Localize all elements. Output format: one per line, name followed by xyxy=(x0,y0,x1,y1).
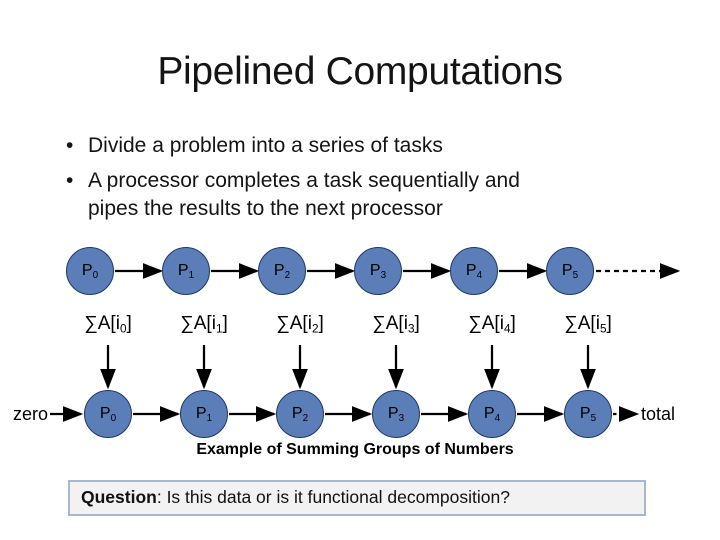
input-label: zero xyxy=(12,404,48,424)
processor-node-top-2: P2 xyxy=(258,247,306,295)
processor-label: P3 xyxy=(387,404,405,424)
processor-label: P4 xyxy=(483,404,501,424)
processor-node-bottom-1: P1 xyxy=(180,390,228,438)
processor-node-top-5: P5 xyxy=(546,247,594,295)
vertical-arrows xyxy=(100,345,596,390)
bullet-text: A processor completes a task sequentiall… xyxy=(88,169,520,192)
processor-node-bottom-2: P2 xyxy=(276,390,324,438)
question-box: Question: Is this data or is it function… xyxy=(68,480,646,516)
processor-node-top-4: P4 xyxy=(450,247,498,295)
processor-label: P0 xyxy=(99,404,117,424)
processor-node-bottom-5: P5 xyxy=(564,390,612,438)
sum-label-3: ∑A[i3] xyxy=(372,313,420,336)
question-label: Question xyxy=(81,487,157,507)
slide-title: Pipelined Computations xyxy=(157,50,563,94)
processor-node-top-3: P3 xyxy=(354,247,402,295)
bullet-list: Divide a problem into a series of tasks … xyxy=(62,132,627,223)
processor-label: P1 xyxy=(177,261,195,281)
pipeline-diagram: P0 P1 P2 P3 P4 P5 ∑A[i0] ∑A[i1] ∑A[i2] ∑… xyxy=(0,238,720,465)
arrows-layer xyxy=(50,263,681,422)
sum-label-0: ∑A[i0] xyxy=(84,313,132,336)
processor-label: P4 xyxy=(465,261,483,281)
bullet-text: Divide a problem into a series of tasks xyxy=(88,134,443,157)
processor-label: P3 xyxy=(369,261,387,281)
bullet-item: Divide a problem into a series of tasks xyxy=(62,132,627,160)
processor-label: P5 xyxy=(579,404,597,424)
processor-node-bottom-0: P0 xyxy=(84,390,132,438)
processor-label: P2 xyxy=(291,404,309,424)
processor-node-bottom-3: P3 xyxy=(372,390,420,438)
question-text: : Is this data or is it functional decom… xyxy=(156,487,510,507)
bullet-text: pipes the results to the next processor xyxy=(88,197,443,220)
sum-label-1: ∑A[i1] xyxy=(180,313,228,336)
bullet-item: A processor completes a task sequentiall… xyxy=(62,167,627,223)
sum-label-5: ∑A[i5] xyxy=(564,313,612,336)
output-label: total xyxy=(641,404,676,424)
processor-node-top-1: P1 xyxy=(162,247,210,295)
processor-label: P1 xyxy=(195,404,213,424)
processor-label: P2 xyxy=(273,261,291,281)
processor-label: P0 xyxy=(81,261,99,281)
processor-label: P5 xyxy=(561,261,579,281)
processor-node-top-0: P0 xyxy=(66,247,114,295)
diagram-caption: Example of Summing Groups of Numbers xyxy=(196,441,514,458)
processor-node-bottom-4: P4 xyxy=(468,390,516,438)
sum-label-4: ∑A[i4] xyxy=(468,313,516,336)
sum-label-2: ∑A[i2] xyxy=(276,313,324,336)
